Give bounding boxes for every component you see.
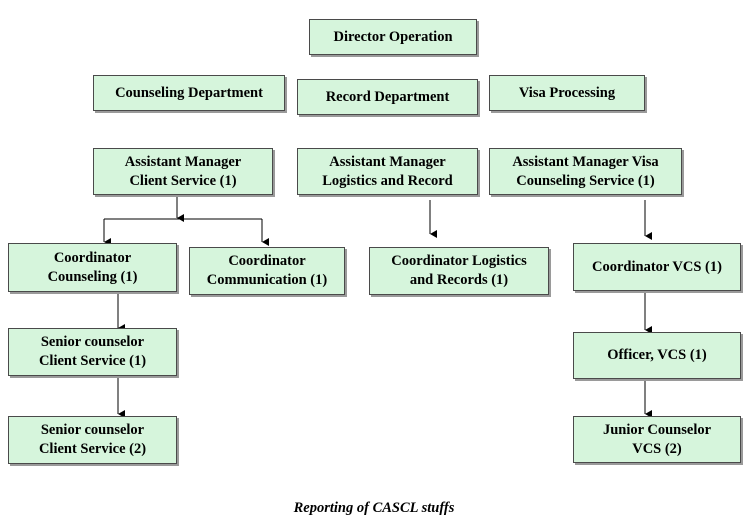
box-senior-counselor-2: Senior counselor Client Service (2) — [8, 416, 177, 464]
box-line: Client Service (1) — [129, 172, 237, 189]
box-coordinator-communication: Coordinator Communication (1) — [189, 247, 345, 295]
box-line: Coordinator VCS (1) — [592, 258, 722, 275]
box-line: Client Service (1) — [38, 353, 147, 369]
box-coordinator-vcs: Coordinator VCS (1) — [573, 243, 741, 291]
box-line: Counseling (1) — [47, 268, 138, 285]
box-line: Assistant Manager — [329, 153, 446, 170]
box-assistant-manager-client-service: Assistant Manager Client Service (1) — [93, 148, 273, 195]
box-visa-processing: Visa Processing — [489, 75, 645, 111]
box-line: and Records (1) — [409, 272, 509, 288]
box-counseling-department: Counseling Department — [93, 75, 285, 111]
box-line: Coordinator — [228, 253, 306, 269]
box-line: Assistant Manager — [124, 153, 242, 170]
box-senior-counselor-1: Senior counselor Client Service (1) — [8, 328, 177, 376]
box-assistant-manager-logistics: Assistant Manager Logistics and Record — [297, 148, 478, 195]
box-line: Assistant Manager Visa — [512, 153, 659, 170]
box-assistant-manager-visa: Assistant Manager Visa Counseling Servic… — [489, 148, 682, 195]
box-record-department: Record Department — [297, 79, 478, 115]
box-officer-vcs: Officer, VCS (1) — [573, 332, 741, 379]
box-line: Visa Processing — [518, 84, 616, 101]
box-line: Record Department — [325, 88, 450, 105]
box-director-operation: Director Operation — [309, 19, 477, 55]
diagram-caption: Reporting of CASCL stuffs — [293, 500, 455, 516]
box-line: Coordinator Logistics — [391, 253, 527, 269]
box-line: Senior counselor — [40, 334, 145, 350]
box-line: Coordinator — [53, 249, 132, 266]
box-line: Logistics and Record — [322, 172, 453, 189]
box-coordinator-logistics: Coordinator Logistics and Records (1) — [369, 247, 549, 295]
box-line: Officer, VCS (1) — [607, 347, 707, 363]
box-line: Senior counselor — [40, 422, 145, 438]
box-line: Junior Counselor — [602, 421, 712, 438]
box-line: Counseling Department — [115, 84, 263, 101]
box-line: Director Operation — [333, 28, 453, 45]
box-junior-counselor-vcs: Junior Counselor VCS (2) — [573, 416, 741, 463]
box-line: Communication (1) — [206, 272, 328, 288]
box-line: VCS (2) — [632, 440, 682, 457]
box-line: Client Service (2) — [38, 441, 147, 457]
box-coordinator-counseling: Coordinator Counseling (1) — [8, 243, 177, 292]
box-line: Counseling Service (1) — [516, 172, 655, 189]
